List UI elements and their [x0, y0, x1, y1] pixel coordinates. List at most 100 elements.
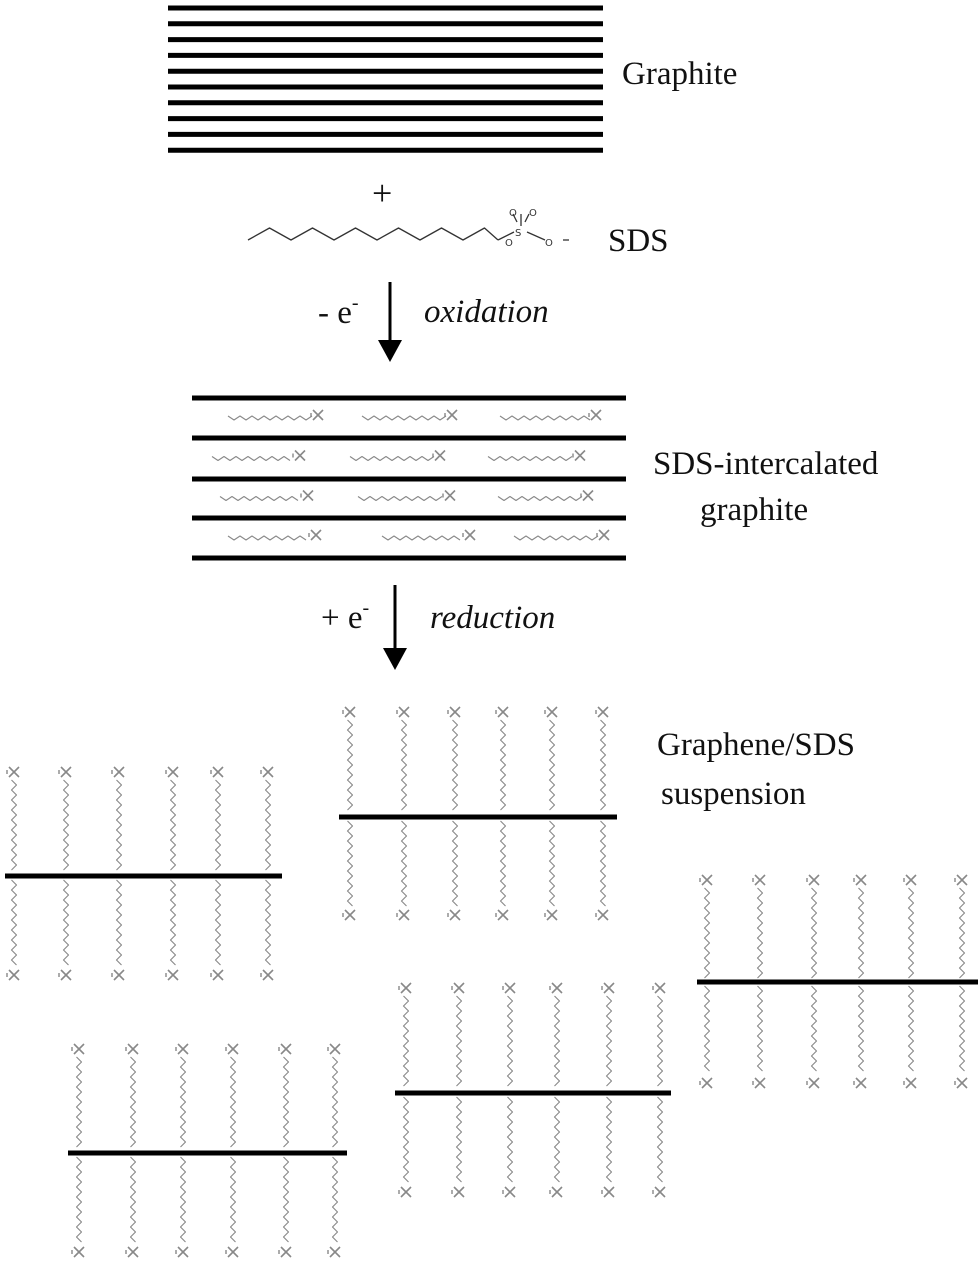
sulfonate-head — [752, 874, 766, 886]
surfactant-chain — [656, 1096, 664, 1183]
sulfonate-head — [549, 982, 563, 994]
surfactant-chain — [75, 1056, 83, 1148]
surfactant-chain — [451, 820, 459, 907]
graphene-sheet-group — [68, 1043, 347, 1258]
sulfonate-head — [442, 489, 456, 502]
sulfonate-head — [502, 982, 516, 994]
sulfonate-head — [544, 909, 558, 921]
intercalated-label-line1: SDS-intercalated — [653, 446, 879, 482]
surfactant-chain — [227, 415, 313, 421]
surfactant-chain — [703, 887, 711, 979]
surfactant-chain — [169, 879, 177, 966]
sulfonate-head — [495, 909, 509, 921]
sulfonate-head — [601, 982, 615, 994]
sulfonate-head — [6, 766, 20, 778]
sulfonate-head — [398, 982, 412, 994]
surfactant-chain — [62, 879, 70, 966]
sulfonate-head — [210, 969, 224, 981]
sulfonate-head — [853, 1077, 867, 1089]
surfactant-chain — [506, 1096, 514, 1183]
surfactant-chain — [357, 495, 443, 502]
surfactant-chain — [179, 1056, 187, 1148]
sulfonate-head — [111, 969, 125, 981]
graphite-stack — [168, 5, 603, 153]
surfactant-chain — [62, 779, 70, 871]
surfactant-chain — [499, 820, 507, 907]
sds-ester-bond — [497, 231, 515, 241]
surfactant-chain — [506, 995, 514, 1087]
sulfonate-head — [58, 766, 72, 778]
graphene-sheet-group — [697, 874, 978, 1089]
surfactant-chain — [499, 719, 507, 811]
surfactant-chain — [907, 985, 915, 1072]
surfactant-chain — [605, 995, 613, 1087]
surfactant-chain — [810, 887, 818, 979]
surfactant-chain — [402, 995, 410, 1087]
surfactant-chain — [857, 887, 865, 979]
graphene-sheet-group — [395, 982, 671, 1198]
graphene-sheet-group — [339, 706, 617, 921]
sds-atom: O — [509, 208, 517, 219]
surfactant-chain — [756, 985, 764, 1072]
sulfonate-head — [699, 874, 713, 886]
sds-bond — [524, 213, 530, 223]
sulfonate-head — [278, 1043, 292, 1055]
sulfonate-head — [310, 409, 324, 421]
surfactant-chain — [361, 415, 447, 421]
oxidation-charge: - e- — [318, 292, 359, 331]
surfactant-chain — [129, 1056, 137, 1148]
sulfonate-head — [71, 1246, 85, 1258]
sulfonate-head — [652, 982, 666, 994]
surfactant-chain — [810, 985, 818, 1072]
surfactant-chain — [169, 779, 177, 871]
surfactant-chain — [400, 719, 408, 811]
surfactant-chain — [907, 887, 915, 979]
sds-bond — [526, 231, 546, 241]
surfactant-chain — [282, 1056, 290, 1148]
surfactant-chain — [553, 1096, 561, 1183]
sulfonate-head — [588, 409, 602, 421]
surfactant-chain — [958, 985, 966, 1072]
surfactant-chain — [179, 1156, 187, 1243]
sulfonate-head — [260, 969, 274, 981]
sds-bond — [512, 213, 518, 223]
surfactant-chain — [214, 779, 222, 871]
sulfonate-head — [652, 1186, 666, 1198]
surfactant-chain — [455, 1096, 463, 1183]
sulfonate-head — [210, 766, 224, 778]
sulfonate-head — [225, 1246, 239, 1258]
surfactant-chain — [703, 985, 711, 1072]
surfactant-chain — [115, 779, 123, 871]
sulfonate-head — [580, 489, 594, 502]
sulfonate-head — [806, 1077, 820, 1089]
sulfonate-head — [327, 1246, 341, 1258]
sds-atom: S — [515, 228, 521, 239]
sulfonate-head — [752, 1077, 766, 1089]
surfactant-chain — [451, 719, 459, 811]
surfactant-chain — [214, 879, 222, 966]
sulfonate-head — [342, 909, 356, 921]
sds-label: SDS — [608, 223, 669, 259]
sulfonate-head — [278, 1246, 292, 1258]
sulfonate-head — [58, 969, 72, 981]
surfactant-chain — [548, 820, 556, 907]
sulfonate-head — [308, 529, 322, 541]
surfactant-chain — [402, 1096, 410, 1183]
sulfonate-head — [342, 706, 356, 718]
sulfonate-head — [444, 409, 458, 421]
plus-sign: + — [372, 173, 392, 213]
sds-intercalated-stack — [192, 395, 626, 561]
suspension-label-line1: Graphene/SDS — [657, 727, 855, 763]
sulfonate-head — [451, 982, 465, 994]
graphene-sds-sheets — [5, 706, 978, 1258]
sulfonate-head — [165, 766, 179, 778]
sulfonate-head — [544, 706, 558, 718]
surfactant-chain — [10, 779, 18, 871]
sulfonate-head — [447, 706, 461, 718]
surfactant-chain — [10, 879, 18, 966]
sulfonate-head — [260, 766, 274, 778]
surfactant-chain — [219, 495, 299, 502]
sulfonate-head — [175, 1043, 189, 1055]
reduction-charge-text: + e — [321, 600, 363, 636]
